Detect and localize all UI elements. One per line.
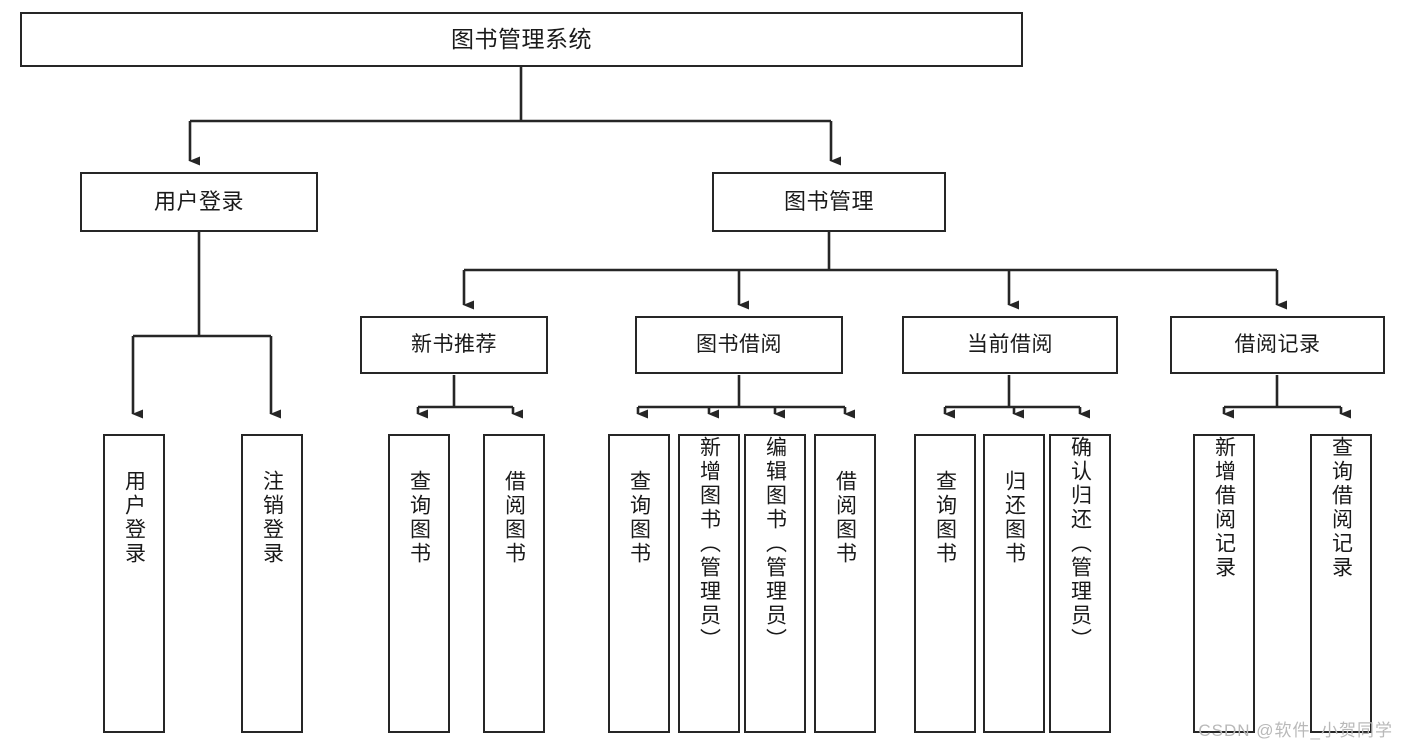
leaf-current-return-book[interactable]: 归还图书 (983, 434, 1045, 733)
leaf-user-login-login-label: 用户登录 (122, 470, 146, 566)
node-book-borrow[interactable]: 图书借阅 (635, 316, 843, 374)
node-new-book-recommend[interactable]: 新书推荐 (360, 316, 548, 374)
node-book-management-label: 图书管理 (783, 189, 874, 215)
node-root[interactable]: 图书管理系统 (20, 12, 1023, 67)
node-book-management[interactable]: 图书管理 (712, 172, 946, 232)
leaf-new-book-query[interactable]: 查询图书 (388, 434, 450, 733)
leaf-borrow-query-book-label: 查询图书 (627, 470, 651, 566)
leaf-borrow-add-book[interactable]: 新增图书（管理员） (678, 434, 740, 733)
node-user-login[interactable]: 用户登录 (80, 172, 318, 232)
leaf-new-book-borrow[interactable]: 借阅图书 (483, 434, 545, 733)
leaf-new-book-borrow-label: 借阅图书 (502, 470, 526, 566)
leaf-record-add[interactable]: 新增借阅记录 (1193, 434, 1255, 733)
node-current-borrow[interactable]: 当前借阅 (902, 316, 1118, 374)
leaf-borrow-edit-book[interactable]: 编辑图书（管理员） (744, 434, 806, 733)
leaf-borrow-borrow-book-label: 借阅图书 (833, 470, 857, 566)
leaf-borrow-edit-book-label: 编辑图书（管理员） (763, 436, 787, 652)
leaf-current-return-book-label: 归还图书 (1002, 470, 1026, 566)
leaf-user-login-logout[interactable]: 注销登录 (241, 434, 303, 733)
node-user-login-label: 用户登录 (153, 189, 244, 215)
leaf-record-query[interactable]: 查询借阅记录 (1310, 434, 1372, 733)
leaf-borrow-borrow-book[interactable]: 借阅图书 (814, 434, 876, 733)
leaf-user-login-login[interactable]: 用户登录 (103, 434, 165, 733)
leaf-user-login-logout-label: 注销登录 (260, 470, 284, 566)
watermark-text: CSDN @软件_小贺同学 (1198, 721, 1393, 740)
leaf-current-query-book-label: 查询图书 (933, 470, 957, 566)
leaf-record-add-label: 新增借阅记录 (1212, 436, 1236, 580)
node-current-borrow-label: 当前借阅 (967, 332, 1053, 356)
node-root-label: 图书管理系统 (451, 25, 592, 52)
leaf-borrow-add-book-label: 新增图书（管理员） (697, 436, 721, 652)
node-borrow-record-label: 借阅记录 (1234, 332, 1321, 356)
leaf-current-query-book[interactable]: 查询图书 (914, 434, 976, 733)
leaf-borrow-query-book[interactable]: 查询图书 (608, 434, 670, 733)
node-borrow-record[interactable]: 借阅记录 (1170, 316, 1385, 374)
node-book-borrow-label: 图书借阅 (696, 332, 782, 356)
leaf-new-book-query-label: 查询图书 (407, 470, 431, 566)
leaf-current-confirm-return-label: 确认归还（管理员） (1068, 436, 1092, 652)
leaf-current-confirm-return[interactable]: 确认归还（管理员） (1049, 434, 1111, 733)
leaf-record-query-label: 查询借阅记录 (1329, 436, 1353, 580)
node-new-book-recommend-label: 新书推荐 (411, 332, 497, 356)
